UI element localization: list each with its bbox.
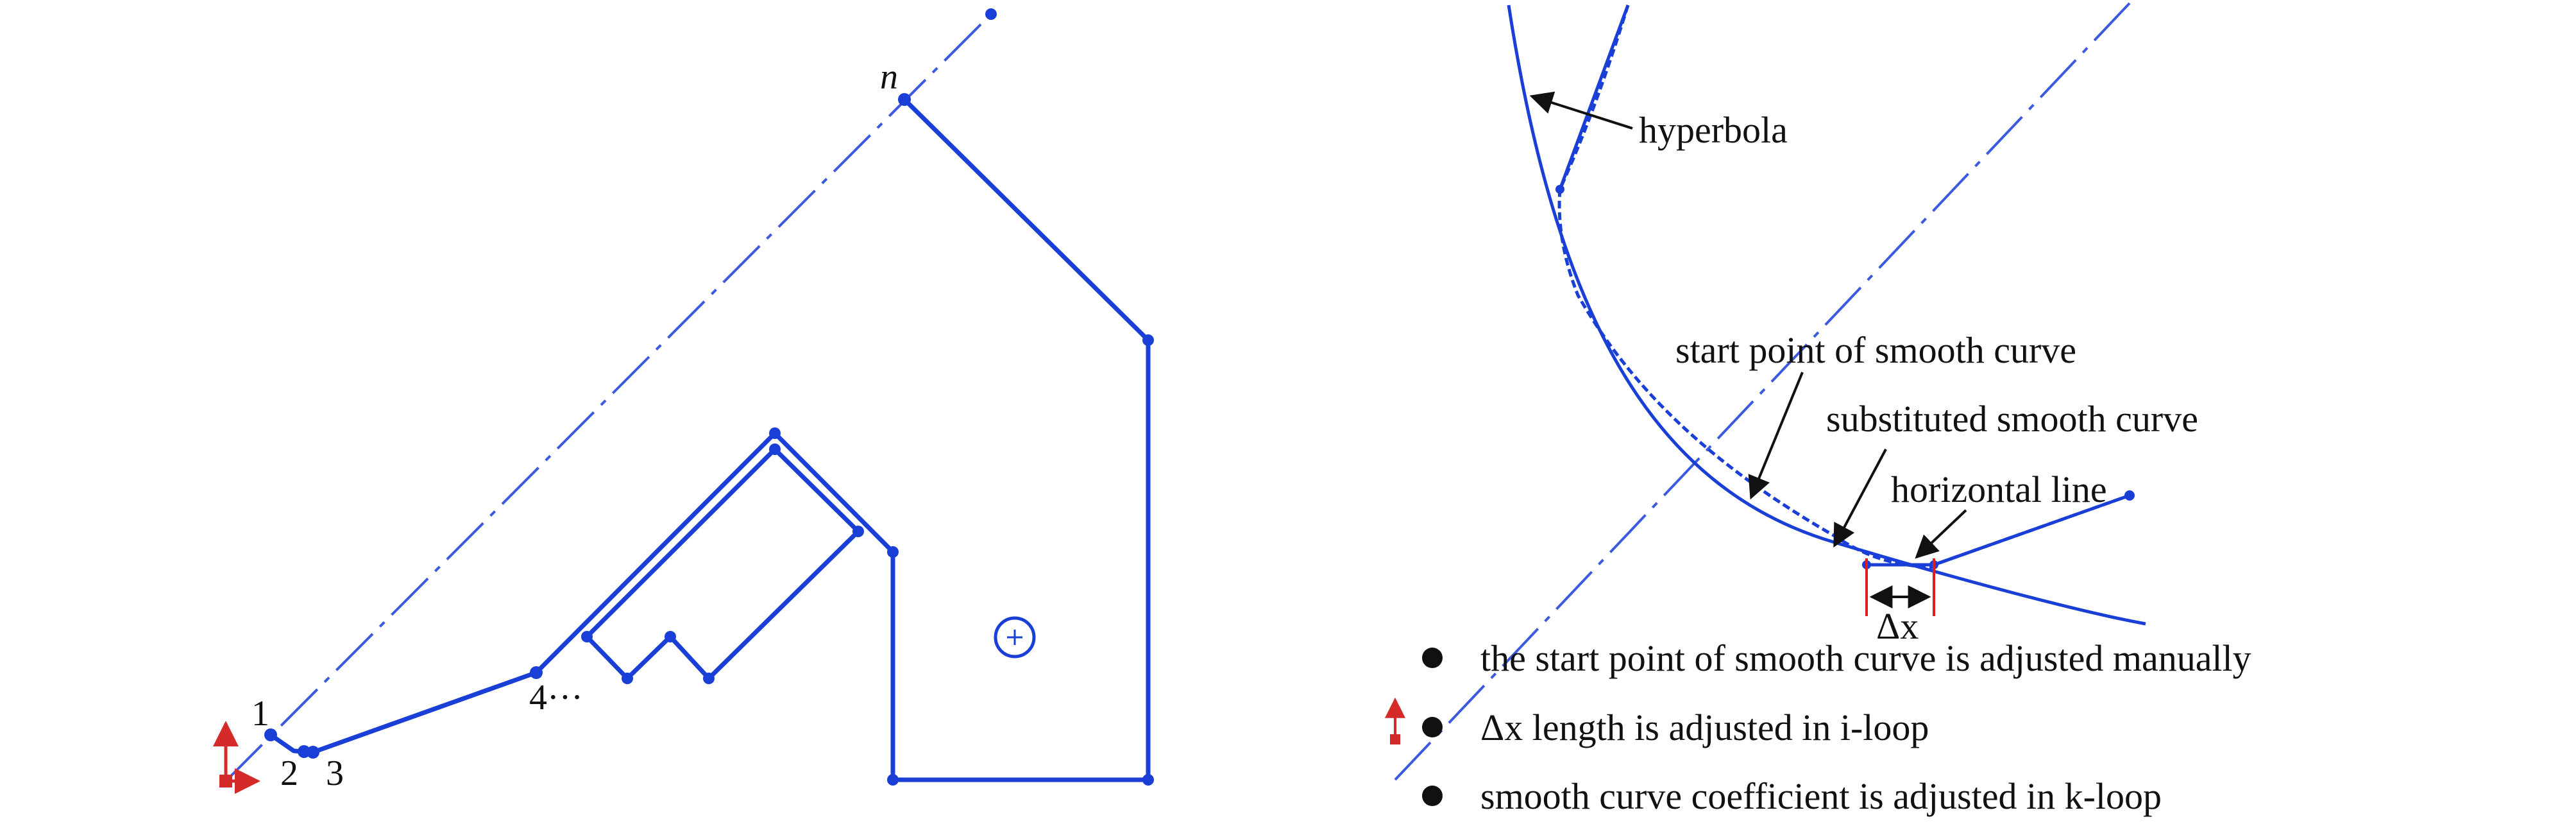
right-panel: Δx hyperbola start point of smooth curve… [1385, 2, 2251, 817]
bullet-text-2: Δx length is adjusted in i-loop [1480, 707, 1929, 748]
label-substituted: substituted smooth curve [1826, 398, 2198, 440]
bullet-dot [1422, 648, 1443, 668]
bullet-list: the start point of smooth curve is adjus… [1422, 637, 2251, 817]
label-start-point: start point of smooth curve [1675, 329, 2076, 371]
label-horizontal: horizontal line [1891, 469, 2107, 510]
bullet-dot [1422, 786, 1443, 806]
vertex-left-bottom [887, 774, 899, 786]
left-panel: 1 2 3 4··· n [213, 8, 1154, 794]
leader-start-point [1748, 372, 1804, 500]
hyperbola-curve [1507, 4, 2146, 626]
vertex-step [887, 546, 899, 558]
point-label-3: 3 [326, 753, 344, 793]
coordinate-origin-icon [1385, 697, 1405, 744]
vertex-right-top [1142, 334, 1154, 346]
leader-horizontal [1915, 509, 1967, 559]
symmetry-axis-left [225, 13, 992, 782]
vertex-3 [307, 746, 319, 759]
point-label-n: n [880, 57, 898, 97]
bullet-text-1: the start point of smooth curve is adjus… [1480, 637, 2251, 679]
leader-substituted [1833, 449, 1887, 548]
vertex-4 [530, 666, 543, 679]
vertex-pocket-left [581, 631, 593, 642]
delta-x-dimension [1865, 558, 1935, 616]
outer-profile [269, 670, 538, 755]
bullet-text-3: smooth curve coefficient is adjusted in … [1480, 775, 2162, 817]
coordinate-origin-icon [213, 721, 260, 794]
symmetry-axis-right [1394, 2, 2131, 781]
vertex-pocket-notch-bottom [622, 673, 633, 684]
vertex-right-bottom [1142, 774, 1154, 786]
bullet-dot [1422, 717, 1443, 737]
substituted-smooth-curve [1557, 4, 2130, 569]
vertex-pocket-bottom [703, 673, 715, 684]
profile-vertices [264, 93, 1154, 786]
vertex-ridge-top [769, 427, 781, 439]
vertex-n [898, 93, 911, 106]
curve-end-point [2124, 490, 2135, 501]
leader-hyperbola [1529, 91, 1633, 130]
vertex-pocket-right [852, 526, 864, 537]
axis-end-point [985, 8, 997, 20]
center-mark-icon [994, 616, 1036, 658]
delta-x-label: Δx [1876, 605, 1919, 647]
vertex-pocket-top [769, 443, 781, 455]
point-label-2: 2 [280, 753, 298, 793]
upper-straight-segment [1558, 4, 1630, 190]
vertex-pocket-notch [665, 631, 676, 642]
vertex-1 [264, 728, 277, 741]
point-label-4: 4··· [529, 678, 583, 718]
point-label-1: 1 [251, 694, 269, 734]
label-hyperbola: hyperbola [1639, 109, 1788, 151]
curve-node [1555, 185, 1564, 194]
